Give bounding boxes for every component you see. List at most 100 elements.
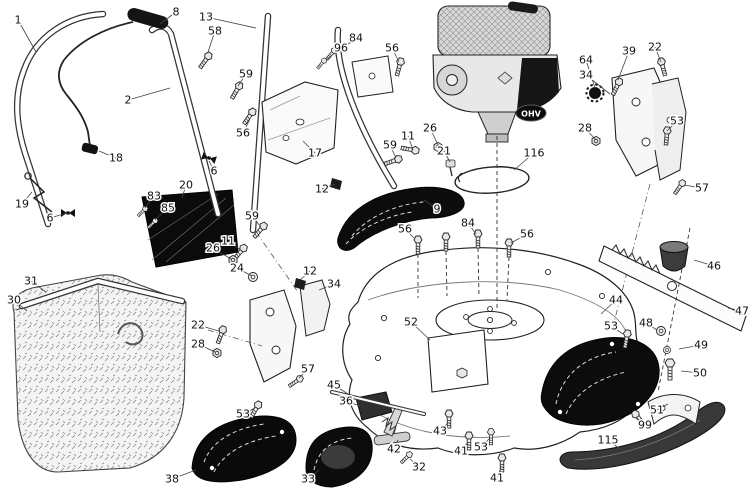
bolt xyxy=(382,153,404,169)
handle-bracket-left xyxy=(207,231,331,383)
leader-line xyxy=(600,299,617,315)
washer xyxy=(248,272,258,282)
link-rod xyxy=(330,390,426,416)
part-number-33: 33 xyxy=(301,473,315,486)
leader-line xyxy=(197,324,220,332)
rear-skirt xyxy=(559,401,726,470)
part-number-83: 83 xyxy=(147,190,161,203)
part-number-85: 85 xyxy=(161,202,175,215)
part-number-46: 46 xyxy=(707,260,721,273)
leader-line xyxy=(439,422,449,432)
screw xyxy=(671,178,688,197)
leader-line xyxy=(410,321,431,341)
leader-line xyxy=(443,150,451,163)
part-number-56: 56 xyxy=(385,42,399,55)
part-number-43: 43 xyxy=(433,425,447,438)
part-number-53: 53 xyxy=(604,320,618,333)
cable-clip-lower xyxy=(294,278,306,290)
part-number-22: 22 xyxy=(648,41,662,54)
leader-line xyxy=(496,467,502,479)
bolt xyxy=(228,80,245,101)
part-number-57: 57 xyxy=(301,363,315,376)
leader-line xyxy=(391,47,400,63)
part-number-1: 1 xyxy=(15,14,22,27)
part-number-17: 17 xyxy=(308,147,322,160)
leader-line xyxy=(680,370,701,374)
bolt xyxy=(213,324,229,346)
leader-line xyxy=(159,11,177,25)
leader-line xyxy=(656,403,669,411)
part-number-52: 52 xyxy=(404,316,418,329)
leader-line xyxy=(666,120,678,132)
part-number-64: 64 xyxy=(579,54,593,67)
leader-line xyxy=(404,228,415,239)
front-baffle-left xyxy=(191,415,297,483)
leader-line xyxy=(333,384,349,395)
part-number-20: 20 xyxy=(179,179,193,192)
part-number-41: 41 xyxy=(490,472,504,485)
handle-rod-right xyxy=(334,26,398,190)
leader-line xyxy=(727,307,743,312)
ohv-badge-label: OHV xyxy=(521,110,541,119)
part-number-116: 116 xyxy=(524,147,545,160)
part-number-41: 41 xyxy=(454,445,468,458)
leader-line xyxy=(407,135,414,151)
part-number-12: 12 xyxy=(315,183,329,196)
cable-clamp xyxy=(81,142,99,155)
leader-line xyxy=(584,127,596,140)
leader-line xyxy=(299,270,311,281)
part-number-38: 38 xyxy=(165,473,179,486)
leader-line xyxy=(242,407,256,415)
part-number-84: 84 xyxy=(349,32,363,45)
leader-line xyxy=(171,469,197,480)
part-number-59: 59 xyxy=(383,139,397,152)
part-number-19: 19 xyxy=(15,198,29,211)
leader-line xyxy=(337,37,357,53)
bolt xyxy=(392,56,406,78)
leader-line xyxy=(30,280,47,293)
leader-line xyxy=(251,215,262,228)
handle-grip xyxy=(127,7,169,29)
part-number-42: 42 xyxy=(387,443,401,456)
star-knob xyxy=(585,83,605,103)
part-number-56: 56 xyxy=(398,223,412,236)
part-number-51: 51 xyxy=(650,404,664,417)
part-number-11: 11 xyxy=(401,130,415,143)
leader-line xyxy=(127,87,171,101)
part-number-22: 22 xyxy=(191,319,205,332)
part-number-31: 31 xyxy=(24,275,38,288)
part-number-58: 58 xyxy=(208,25,222,38)
leader-line xyxy=(617,50,630,81)
blade-bolt xyxy=(664,358,676,381)
leader-line xyxy=(683,184,703,189)
engine: OHV xyxy=(432,1,562,143)
bolt xyxy=(240,106,259,127)
handle-bracket-lower xyxy=(647,394,701,425)
leader-line xyxy=(423,199,438,210)
part-number-99: 99 xyxy=(638,419,652,432)
part-number-50: 50 xyxy=(693,367,707,380)
bolt xyxy=(497,453,507,473)
leader-line xyxy=(205,16,257,29)
part-number-45: 45 xyxy=(327,379,341,392)
blade xyxy=(598,244,747,332)
upper-bracket xyxy=(351,55,394,98)
assembly-axes xyxy=(417,136,510,308)
cable-z-fitting xyxy=(24,172,53,213)
part-number-30: 30 xyxy=(7,294,21,307)
part-number-44: 44 xyxy=(609,294,623,307)
part-number-57: 57 xyxy=(695,182,709,195)
leader-line xyxy=(237,73,247,87)
washer xyxy=(656,326,666,336)
belt-cover xyxy=(337,186,465,251)
part-number-96: 96 xyxy=(334,42,348,55)
bolt xyxy=(441,232,451,252)
nut xyxy=(591,135,601,147)
leader-line xyxy=(429,127,439,146)
bag-frame xyxy=(18,277,186,310)
part-number-53: 53 xyxy=(236,408,250,421)
part-number-53: 53 xyxy=(670,115,684,128)
leader-line xyxy=(318,283,335,291)
